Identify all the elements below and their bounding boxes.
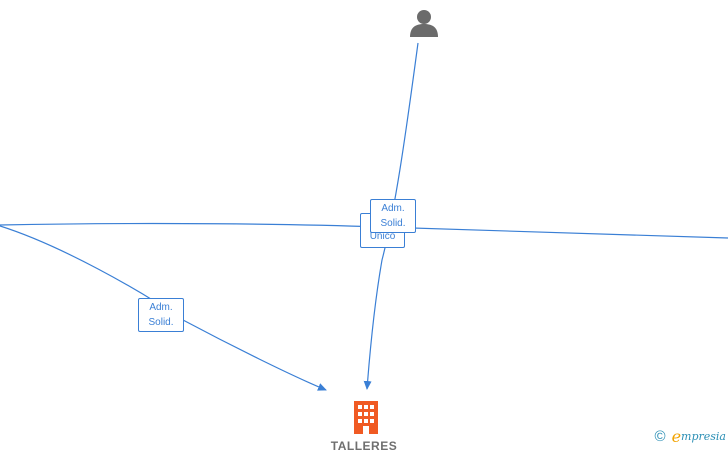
edge-label-top[interactable]: Adm. Solid. (370, 199, 416, 233)
edge-label-back-line2: Unico (369, 231, 396, 242)
footer-brand: © e mpresia (655, 427, 727, 446)
company-name[interactable]: TALLERES (330, 439, 398, 453)
copyright-symbol: © (654, 428, 666, 445)
edge-label-top-line2: Solid. (380, 218, 406, 229)
brand-logo-text: mpresia (681, 430, 726, 443)
edge-label-left[interactable]: Adm. Solid. (138, 298, 184, 332)
edge-person-to-company (363, 42, 419, 390)
building-icon (354, 401, 378, 434)
brand-logo-e: e (671, 427, 682, 446)
edge-label-left-line2: Solid. (148, 317, 174, 328)
company-node[interactable] (350, 400, 382, 434)
edge-label-left-line1: Adm. (149, 302, 173, 313)
edge-label-top-line1: Adm. (381, 203, 405, 214)
person-node[interactable] (408, 8, 440, 38)
person-icon (410, 10, 438, 37)
